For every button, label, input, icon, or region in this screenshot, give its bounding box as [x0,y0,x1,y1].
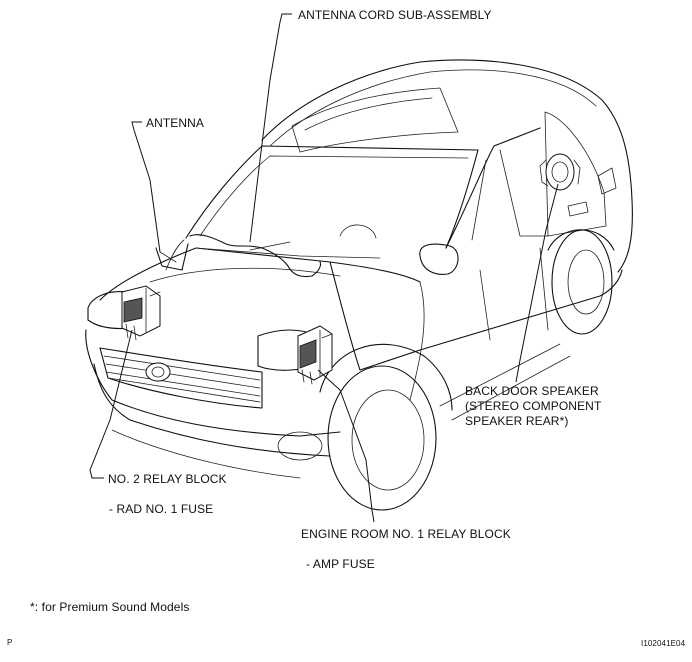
footnote: *: for Premium Sound Models [30,600,190,614]
no2-relay-block-label: NO. 2 RELAY BLOCK [108,472,227,486]
back-door-speaker-label-line3: SPEAKER REAR*) [465,414,569,428]
corner-mark: P [7,638,13,647]
vehicle-body [85,59,633,511]
antenna-label: ANTENNA [146,116,205,130]
leader-lines [89,13,559,523]
engine-room-relay-block [297,325,333,385]
antenna-cord [189,234,322,278]
no2-relay-block [121,285,161,341]
back-door-speaker-label: BACK DOOR SPEAKER [465,384,599,398]
rad-fuse-label: - RAD NO. 1 FUSE [109,502,214,516]
engine-room-relay-block-label: ENGINE ROOM NO. 1 RELAY BLOCK [301,527,511,541]
amp-fuse-label: - AMP FUSE [306,557,375,571]
back-door-speaker-label-line2: (STEREO COMPONENT [465,399,602,413]
back-door-speaker [539,153,581,191]
figure-id: I102041E04 [641,639,686,648]
antenna-cord-label: ANTENNA CORD SUB-ASSEMBLY [298,8,492,22]
antenna-component [155,243,189,271]
